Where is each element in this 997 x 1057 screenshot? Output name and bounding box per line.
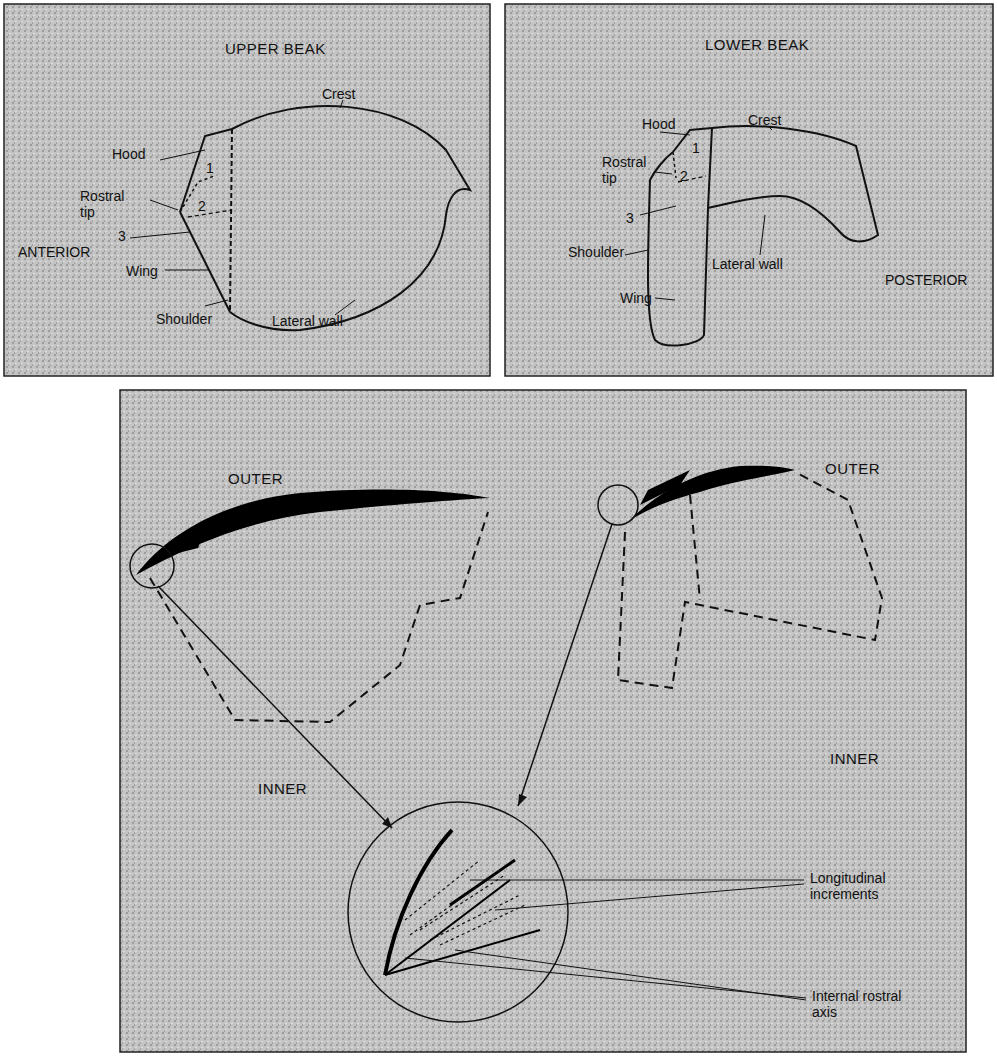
callout-number: 1 bbox=[692, 140, 700, 156]
part-label: Wing bbox=[126, 263, 158, 279]
part-label: Shoulder bbox=[156, 311, 212, 327]
part-label: LOWER BEAK bbox=[705, 36, 809, 53]
part-label: Rostral tip bbox=[602, 154, 664, 186]
part-label: Lateral wall bbox=[272, 313, 343, 329]
part-label: Lateral wall bbox=[712, 256, 783, 272]
part-label: Shoulder bbox=[568, 244, 624, 260]
upper-beak bbox=[130, 100, 470, 330]
part-label: POSTERIOR bbox=[885, 272, 967, 288]
part-label: OUTER bbox=[825, 460, 880, 477]
part-label: Crest bbox=[322, 86, 355, 102]
part-label: Internal rostral axis bbox=[812, 988, 927, 1020]
callout-number: 2 bbox=[198, 198, 206, 214]
callout-number: 3 bbox=[626, 210, 634, 226]
part-label: OUTER bbox=[228, 470, 283, 487]
growth-sections bbox=[130, 466, 882, 1022]
part-label: Hood bbox=[112, 146, 145, 162]
part-label: Wing bbox=[620, 290, 652, 306]
lower-beak bbox=[625, 126, 878, 345]
panel-grounds bbox=[4, 4, 993, 1052]
part-label: Longitudinal increments bbox=[810, 870, 925, 902]
part-label: INNER bbox=[830, 750, 879, 767]
part-label: ANTERIOR bbox=[18, 244, 90, 260]
part-label: Crest bbox=[748, 112, 781, 128]
part-label: UPPER BEAK bbox=[225, 40, 326, 57]
part-label: Rostral tip bbox=[80, 188, 142, 220]
part-label: INNER bbox=[258, 780, 307, 797]
part-label: Hood bbox=[642, 116, 675, 132]
callout-number: 3 bbox=[118, 228, 126, 244]
callout-number: 1 bbox=[206, 160, 214, 176]
callout-number: 2 bbox=[680, 168, 688, 184]
